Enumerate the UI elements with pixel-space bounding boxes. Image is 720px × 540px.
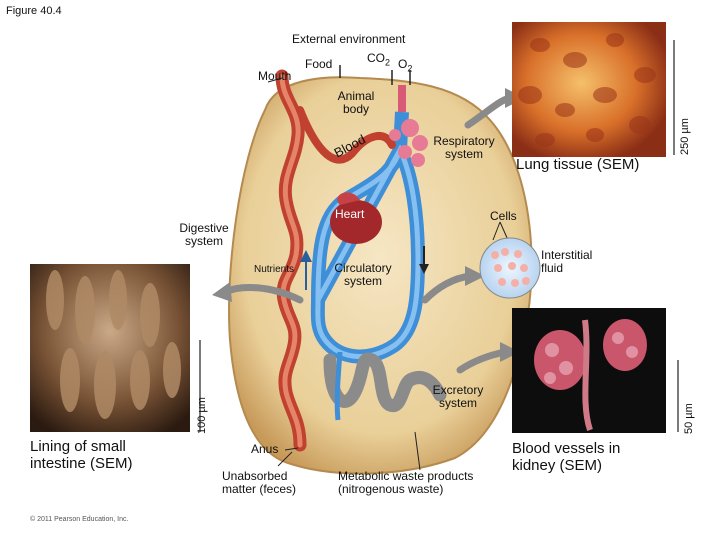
external-environment-label: External environment	[292, 32, 406, 46]
copyright-text: © 2011 Pearson Education, Inc.	[30, 516, 129, 523]
kidney-arrow	[500, 342, 520, 362]
o2-label: O2	[398, 57, 413, 74]
animal-body	[228, 76, 533, 475]
kidney-scale-bar: 50 µm	[683, 403, 695, 434]
cells-label: Cells	[490, 209, 517, 223]
lung-tissue-caption: Lung tissue (SEM)	[516, 156, 640, 173]
arterial-vessel	[296, 106, 396, 164]
food-label: Food	[305, 57, 333, 71]
respiratory-tree	[389, 85, 428, 167]
mouth-label: Mouth	[258, 69, 292, 83]
nutrients-label: Nutrients	[254, 264, 295, 275]
intestine-scale-bar: 100 µm	[196, 397, 208, 434]
anus-label: Anus	[251, 442, 279, 456]
heart	[330, 200, 382, 244]
cells-arrow	[465, 266, 485, 286]
excretory-tube	[323, 352, 447, 413]
heart-label: Heart	[335, 207, 365, 221]
lung-scale-bar: 250 µm	[679, 118, 691, 155]
metabolic-waste-label: Metabolic waste products(nitrogenous was…	[338, 469, 474, 496]
intestine-arrow	[212, 282, 232, 302]
figure-label: Figure 40.4	[6, 5, 62, 17]
co2-label: CO2	[367, 51, 391, 68]
